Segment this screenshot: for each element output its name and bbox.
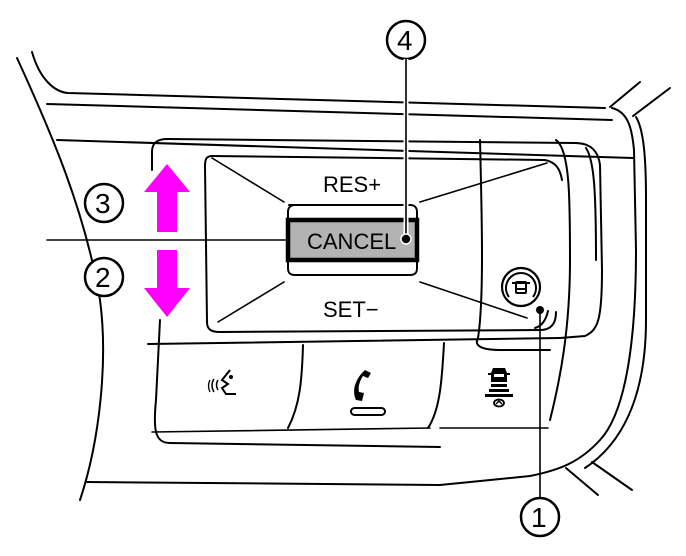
spoke-outline	[16, 51, 671, 501]
callout-2: 2	[83, 256, 125, 298]
callout-1: 1	[519, 306, 561, 538]
distance-button[interactable]	[445, 350, 545, 426]
cruise-switch-body	[204, 155, 563, 333]
set-minus-label: SET−	[323, 297, 379, 322]
voice-recognition-button[interactable]	[160, 350, 300, 426]
callout-2-number: 2	[95, 262, 111, 293]
switch-panel	[147, 138, 603, 448]
callout-1-number: 1	[531, 502, 547, 533]
callout-4-number: 4	[397, 25, 413, 56]
up-arrow	[144, 164, 190, 232]
distance-control-icon	[485, 368, 513, 408]
down-arrow	[144, 250, 190, 317]
cruise-control-main-switch[interactable]	[500, 266, 549, 329]
cancel-label: CANCEL	[307, 229, 396, 254]
voice-recognition-icon	[207, 369, 236, 395]
cancel-switch[interactable]: CANCEL	[285, 217, 420, 263]
cruise-control-main-switch-icon	[512, 281, 530, 294]
lower-button-row	[151, 342, 549, 433]
callout-3-number: 3	[95, 188, 111, 219]
phone-hang-up-icon	[350, 370, 386, 416]
phone-button[interactable]	[305, 350, 440, 426]
callout-4: 4	[385, 19, 427, 245]
callout-3: 3	[83, 182, 125, 224]
res-plus-label: RES+	[323, 172, 381, 197]
